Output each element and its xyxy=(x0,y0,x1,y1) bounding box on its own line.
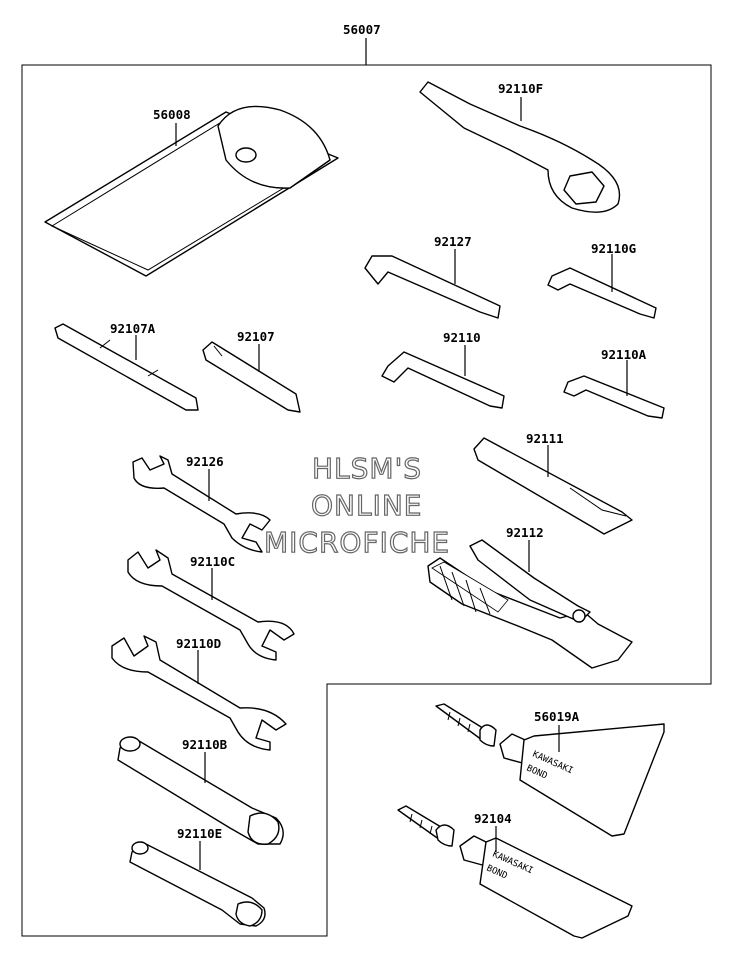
open-wrench-3-illustration: 92110D xyxy=(111,635,287,751)
open-wrench-1-illustration: 92126 xyxy=(132,454,271,553)
hex-key-mini-illustration: 92110A xyxy=(563,347,665,419)
part-label-92110C: 92110C xyxy=(190,554,235,569)
part-label-92104: 92104 xyxy=(474,811,512,826)
part-label-92127: 92127 xyxy=(434,234,472,249)
part-label-92110D: 92110D xyxy=(176,636,221,651)
part-label-92110F: 92110F xyxy=(498,81,543,96)
part-label-92110: 92110 xyxy=(443,330,481,345)
part-label-92126: 92126 xyxy=(186,454,224,469)
part-label-92107A: 92107A xyxy=(110,321,156,336)
screwdriver-handle-illustration: 92107 xyxy=(202,329,301,413)
screwdriver-bit-illustration: 92107A xyxy=(54,321,199,411)
part-label-92107: 92107 xyxy=(237,329,275,344)
part-label-92110E: 92110E xyxy=(177,826,222,841)
watermark-line2: ONLINE xyxy=(311,489,422,522)
open-wrench-2-illustration: 92110C xyxy=(127,549,295,661)
extension-bar-illustration: 92111 xyxy=(473,431,633,535)
pliers-illustration: 92112 xyxy=(427,525,633,669)
bond-tube-1-illustration: KAWASAKI BOND 56019A xyxy=(435,703,665,837)
assembly-number: 56007 xyxy=(343,22,381,37)
watermark-line1: HLSM'S xyxy=(312,452,422,485)
part-label-92110A: 92110A xyxy=(601,347,647,362)
hex-key-large-illustration: 92127 xyxy=(364,234,501,319)
part-label-92111: 92111 xyxy=(526,431,564,446)
assembly-frame: 56007 xyxy=(21,22,712,937)
tool-pouch-illustration: 56008 xyxy=(44,105,339,277)
bond-tube-2-illustration: KAWASAKI BOND 92104 xyxy=(397,805,633,939)
part-label-92110G: 92110G xyxy=(591,241,636,256)
watermark: HLSM'S ONLINE MICROFICHE xyxy=(263,451,450,559)
hex-key-medium-illustration: 92110 xyxy=(381,330,505,409)
part-label-56019A: 56019A xyxy=(534,709,580,724)
hex-key-small-illustration: 92110G xyxy=(547,241,657,319)
part-label-56008: 56008 xyxy=(153,107,191,122)
box-spanner-large-illustration: 92110B xyxy=(117,736,284,845)
part-label-92110B: 92110B xyxy=(182,737,228,752)
watermark-line3: MICROFICHE xyxy=(264,526,450,559)
ring-wrench-illustration: 92110F xyxy=(419,81,621,213)
part-label-92112: 92112 xyxy=(506,525,544,540)
box-spanner-small-illustration: 92110E xyxy=(129,826,266,927)
